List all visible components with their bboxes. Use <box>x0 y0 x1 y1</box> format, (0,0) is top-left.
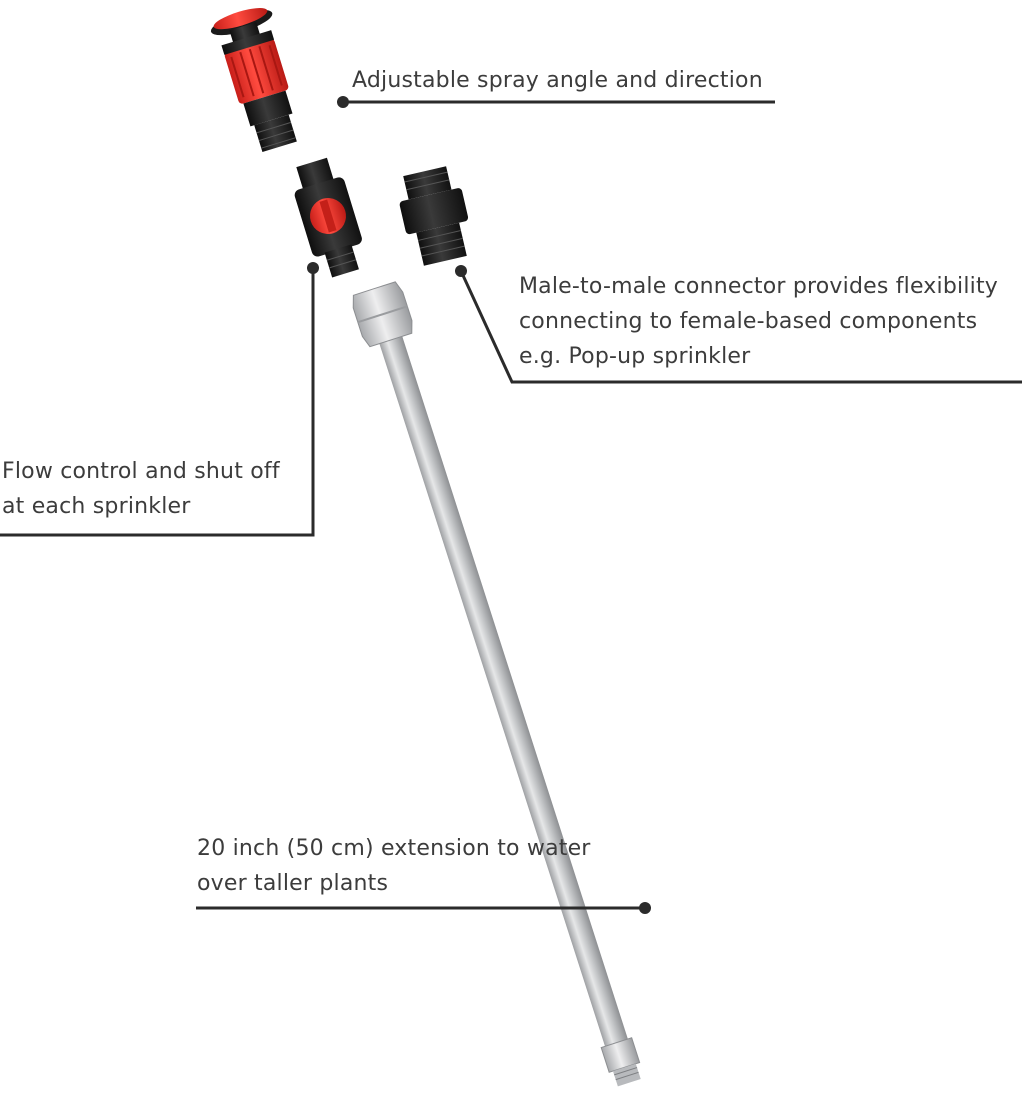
callout-extension: 20 inch (50 cm) extension to water over … <box>197 831 591 901</box>
callout-connector: Male-to-male connector provides flexibil… <box>519 269 998 374</box>
leader-dot-spray <box>337 96 349 108</box>
callout-extension-line-2: over taller plants <box>197 871 389 896</box>
callout-extension-line-1: 20 inch (50 cm) extension to water <box>197 836 591 861</box>
male-connector-icon <box>399 166 469 266</box>
callout-connector-line-3: e.g. Pop-up sprinkler <box>519 344 751 369</box>
leader-dot-extension <box>639 902 651 914</box>
leader-line-connector <box>459 270 1022 384</box>
sprinkler-head-icon <box>210 8 297 153</box>
flow-valve-icon <box>294 157 362 278</box>
callout-flow-line-1: Flow control and shut off <box>2 459 280 484</box>
callout-flow-line-2: at each sprinkler <box>2 494 191 519</box>
callout-flow: Flow control and shut off at each sprink… <box>2 454 280 524</box>
leader-dot-flow <box>307 262 319 274</box>
leader-line-flow <box>0 268 315 537</box>
callout-connector-line-2: connecting to female-based components <box>519 309 978 334</box>
callout-connector-line-1: Male-to-male connector provides flexibil… <box>519 274 998 299</box>
callout-spray: Adjustable spray angle and direction <box>352 63 763 98</box>
leader-dot-connector <box>455 265 467 277</box>
callout-spray-line-1: Adjustable spray angle and direction <box>352 68 763 93</box>
extension-tube-icon <box>352 281 641 1087</box>
